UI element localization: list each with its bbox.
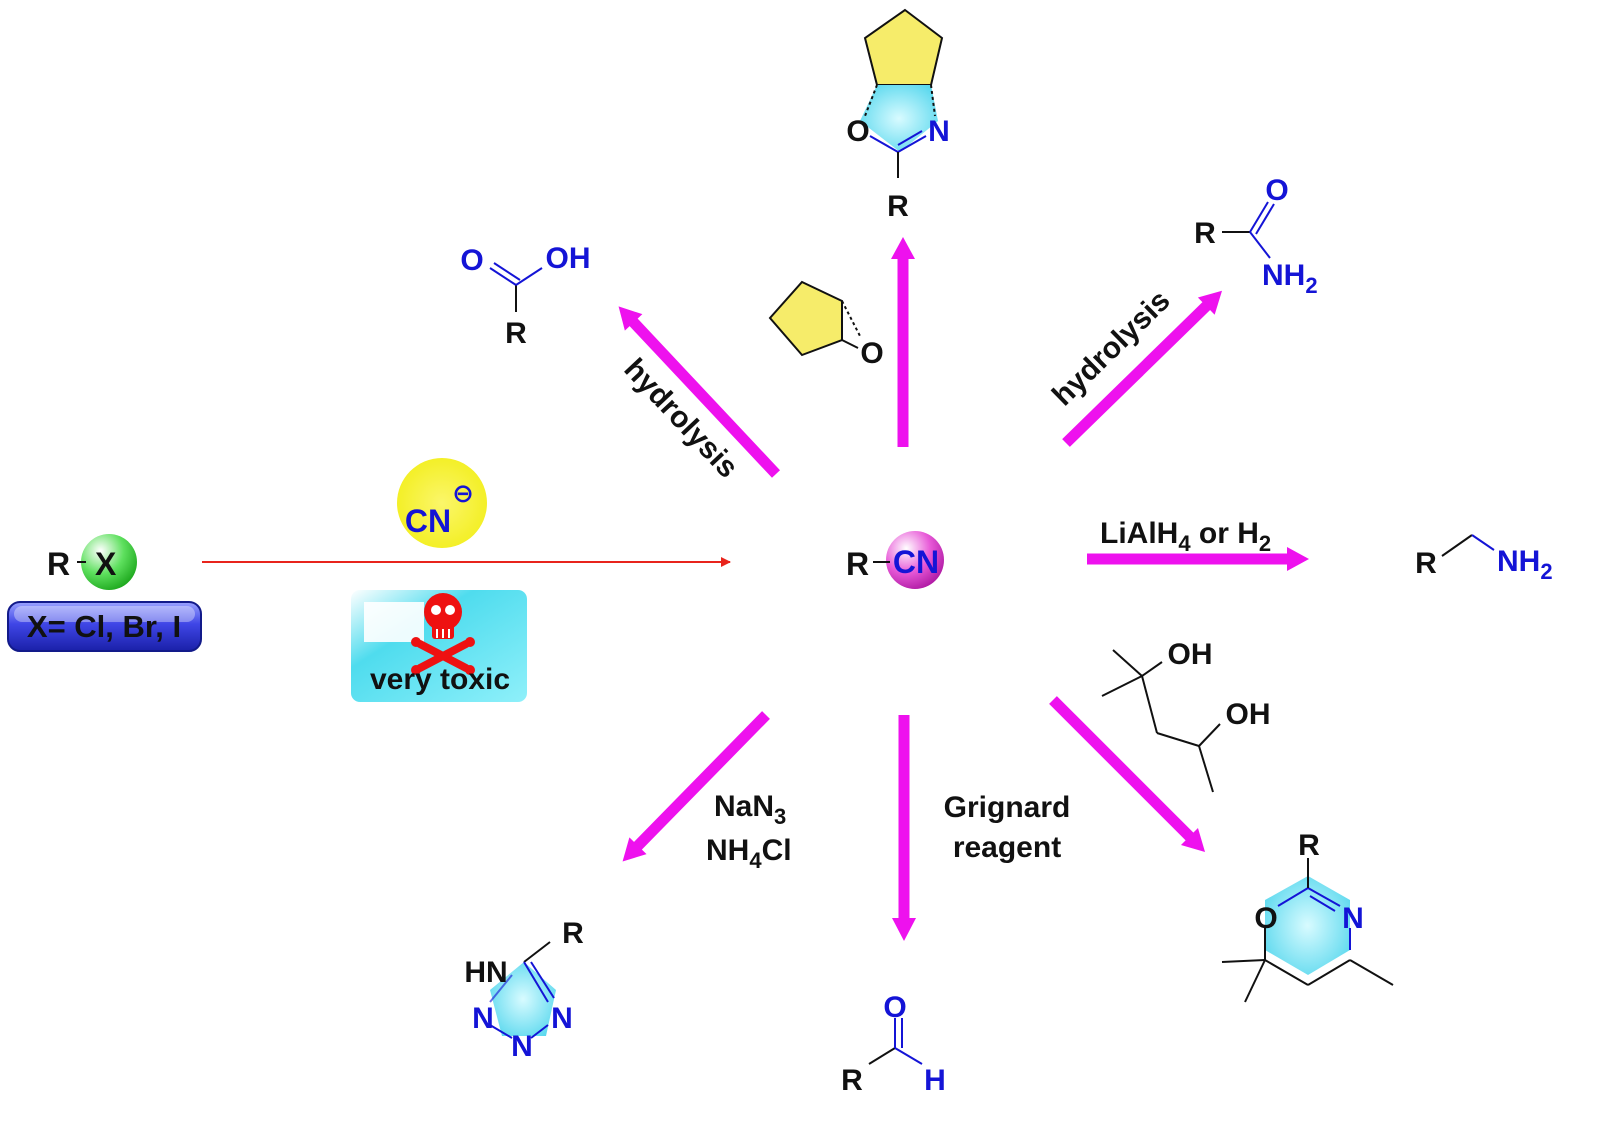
- cyanide-ball: [397, 458, 487, 548]
- alkyl-halide: R X: [47, 534, 137, 590]
- aldehyde-o-label: O: [883, 991, 906, 1024]
- amide-o-label: O: [1265, 174, 1288, 207]
- arrow-to-amine: [1087, 547, 1309, 571]
- tetrazole-n-label-3: N: [511, 1030, 533, 1063]
- tetrazole-r-label: R: [562, 917, 584, 950]
- oxazoline-o-label: O: [846, 115, 869, 148]
- nitrile-r-label: R: [846, 546, 869, 582]
- oxazine-product: R O N: [1221, 829, 1394, 1003]
- tetrazole-product: R HN N N N: [464, 917, 584, 1063]
- oxazine-ring: [1265, 876, 1350, 975]
- halide-list-badge: X= Cl, Br, I: [7, 601, 202, 652]
- arrow-to-amide: [1062, 290, 1223, 447]
- tetrazole-n-label-2: N: [551, 1002, 573, 1035]
- halide-list-text: X= Cl, Br, I: [27, 609, 181, 644]
- reactant-r-label: R: [47, 546, 70, 582]
- arrow-to-aldehyde: [892, 715, 916, 941]
- acid-r-label: R: [505, 317, 527, 350]
- acid-o-label: O: [460, 244, 483, 277]
- arrow-to-carboxylic-acid: [618, 306, 781, 478]
- grignard-label-line2: reagent: [953, 831, 1061, 864]
- toxicity-warning-text: very toxic: [370, 663, 510, 696]
- oxazine-r-label: R: [1298, 829, 1320, 862]
- reaction-arrows: [618, 237, 1309, 941]
- reactant-x-label: X: [95, 546, 117, 582]
- amine-r-label: R: [1415, 547, 1437, 580]
- nitrile-cn-label: CN: [893, 544, 939, 580]
- carboxylic-acid-product: O OH R: [460, 242, 590, 350]
- diol-oh-label-2: OH: [1226, 698, 1271, 731]
- grignard-label-line1: Grignard: [944, 791, 1071, 824]
- azide-condition-line2: NH4Cl: [706, 834, 792, 873]
- oxazoline-n-label: N: [928, 115, 950, 148]
- nitrile-center: R CN: [846, 531, 944, 589]
- amine-condition-label: LiAlH4 or H2: [1100, 517, 1271, 556]
- aldehyde-r-label: R: [841, 1064, 863, 1097]
- acid-oh-label: OH: [546, 242, 591, 275]
- halide-ball: [81, 534, 137, 590]
- diol-reagent: [1101, 649, 1221, 793]
- diol-oh-label-1: OH: [1168, 638, 1213, 671]
- cyanide-charge: ⊖: [452, 478, 474, 508]
- cyanide-ion: CN ⊖: [397, 458, 487, 548]
- azide-condition-line1: NaN3: [714, 790, 786, 829]
- oxazine-o-label: O: [1254, 902, 1277, 935]
- amine-nh2-label: NH2: [1497, 545, 1553, 584]
- cyclopentane-ring: [863, 8, 944, 86]
- oxazoline-ring: [860, 85, 938, 152]
- tetrazole-n-label-1: N: [472, 1002, 494, 1035]
- amine-product: R NH2: [1415, 534, 1553, 584]
- amide-nh2-label: NH2: [1262, 259, 1318, 298]
- epoxide-reagent: O: [768, 280, 884, 370]
- epoxide-o-label: O: [860, 337, 883, 370]
- aldehyde-product: O R H: [841, 991, 946, 1097]
- arrow-to-oxazine: [1049, 696, 1206, 853]
- tetrazole-hn-label: HN: [464, 956, 507, 989]
- amide-r-label: R: [1194, 217, 1216, 250]
- toxicity-warning: very toxic: [351, 590, 527, 702]
- nitrile-ball: [886, 531, 944, 589]
- arrow-to-oxazoline: [891, 237, 915, 447]
- oxazoline-product: O N R: [846, 8, 950, 223]
- arrow-to-tetrazole: [622, 711, 770, 862]
- aldehyde-h-label: H: [924, 1064, 946, 1097]
- skull-crossbones-icon: [411, 593, 475, 675]
- oxazoline-r-label: R: [887, 190, 909, 223]
- oxazine-n-label: N: [1342, 902, 1364, 935]
- cyanide-label: CN: [405, 503, 451, 539]
- amide-product: R O NH2: [1194, 174, 1317, 298]
